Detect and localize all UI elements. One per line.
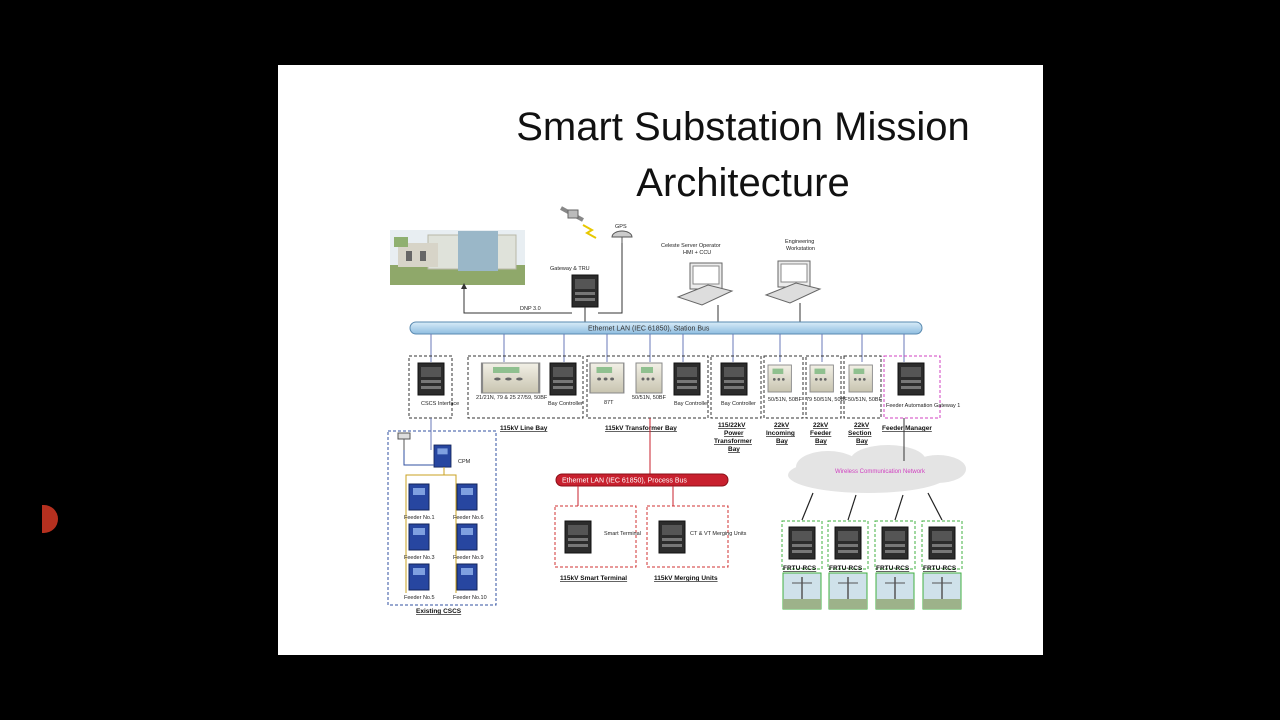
section-relay-label: 50/51N, 50BF: [848, 397, 883, 403]
existing-cscs-label: Existing CSCS: [416, 608, 462, 615]
gps-label: GPS: [615, 224, 627, 230]
feeder-manager-label: Feeder Manager: [882, 425, 932, 432]
frtu-label-2: FRTU-RCS: [876, 565, 910, 572]
feeder-label-3: Feeder No.9: [453, 555, 484, 561]
ptx-bay-label-1: 115/22kV: [718, 422, 746, 429]
station-bus: [409, 321, 923, 335]
cscs-interface-label: CSCS Interface: [421, 401, 459, 407]
tx-bay-ctrl-label: Bay Controller: [674, 401, 709, 407]
feeder-relay-label: 79 50/51N, 50BF: [806, 397, 848, 403]
title-line-1: Smart Substation Mission: [516, 105, 970, 149]
merging-units-label: CT & VT Merging Units: [690, 531, 747, 537]
architecture-diagram: GPS Gateway & TRU DNP 3.0 Celeste Server…: [387, 206, 966, 615]
eng-label-2: Workstation: [786, 246, 815, 252]
transformer-bay-label: 115kV Transformer Bay: [605, 425, 677, 432]
section-bay-label-2: Section: [848, 430, 872, 437]
server-label-2: HMI + CCU: [683, 250, 711, 256]
pole-image: [828, 572, 868, 610]
line-relay-label: 21/21N, 79 & 25 27/59, 50BF: [476, 395, 548, 401]
feeder-label-4: Feeder No.5: [404, 595, 435, 601]
feeder-label-5: Feeder No.10: [453, 595, 487, 601]
frtu-label-0: FRTU-RCS: [783, 565, 817, 572]
smart-terminal-label: Smart Terminal: [604, 531, 641, 537]
87t-label: 87T: [604, 400, 614, 406]
engineering-workstation-icon: [765, 260, 821, 304]
process-bus: [555, 473, 729, 487]
wireless-cloud: [788, 445, 966, 493]
cpm-label: CPM: [458, 459, 471, 465]
line-bay-ctrl-label: Bay Controller: [548, 401, 583, 407]
dnp-label: DNP 3.0: [520, 306, 541, 312]
fag-label: Feeder Automation Gateway 1: [886, 403, 960, 409]
tx-5051-label: 50/51N, 50BF: [632, 395, 667, 401]
gps-antenna-icon: [611, 230, 633, 243]
feeder-bay-label-1: 22kV: [813, 422, 829, 429]
feeder-label-1: Feeder No.6: [453, 515, 484, 521]
slide-nav-tab[interactable]: [42, 505, 58, 533]
line-bay-label: 115kV Line Bay: [500, 425, 548, 432]
incoming-bay-label-1: 22kV: [774, 422, 790, 429]
frtu-label-3: FRTU-RCS: [923, 565, 957, 572]
feeder-label-0: Feeder No.1: [404, 515, 435, 521]
feeder-bay-label-3: Bay: [815, 438, 827, 445]
title-line-2: Architecture: [636, 161, 850, 205]
ptx-bay-label-2: Power: [724, 430, 744, 437]
wireless-label: Wireless Communication Network: [835, 469, 926, 475]
incoming-bay-label-3: Bay: [776, 438, 788, 445]
cscs-antenna-icon: [397, 432, 411, 450]
incoming-bay-label-2: Incoming: [766, 430, 795, 437]
section-bay-label-1: 22kV: [854, 422, 870, 429]
smart-terminal-bay-label: 115kV Smart Terminal: [560, 575, 627, 582]
ptx-bay-label-3: Transformer: [714, 438, 752, 445]
process-bus-label: Ethernet LAN (IEC 61850), Process Bus: [562, 478, 687, 485]
substation-building-image: [390, 230, 525, 285]
incoming-relay-label: 50/51N, 50BF: [768, 397, 803, 403]
merging-units-bay-label: 115kV Merging Units: [654, 575, 718, 582]
frtu-label-1: FRTU-RCS: [829, 565, 863, 572]
feeder-label-2: Feeder No.3: [404, 555, 435, 561]
operator-workstation-icon: [677, 262, 733, 306]
feeder-bay-label-2: Feeder: [810, 430, 832, 437]
pole-image: [922, 572, 962, 610]
station-bus-label: Ethernet LAN (IEC 61850), Station Bus: [588, 326, 710, 333]
slide-title: Smart Substation Mission Architecture: [473, 99, 1013, 211]
slide: Smart Substation Mission Architecture: [278, 65, 1043, 655]
satellite-icon: [560, 206, 597, 239]
eng-label-1: Engineering: [785, 239, 814, 245]
ptx-bay-ctrl-label: Bay Controller: [721, 401, 756, 407]
section-bay-label-3: Bay: [856, 438, 868, 445]
pole-image: [782, 572, 822, 610]
server-label-1: Celeste Server Operator: [661, 243, 721, 249]
ptx-bay-label-4: Bay: [728, 446, 740, 453]
pole-image: [875, 572, 915, 610]
gateway-device: [571, 274, 599, 308]
gateway-label: Gateway & TRU: [550, 266, 590, 272]
